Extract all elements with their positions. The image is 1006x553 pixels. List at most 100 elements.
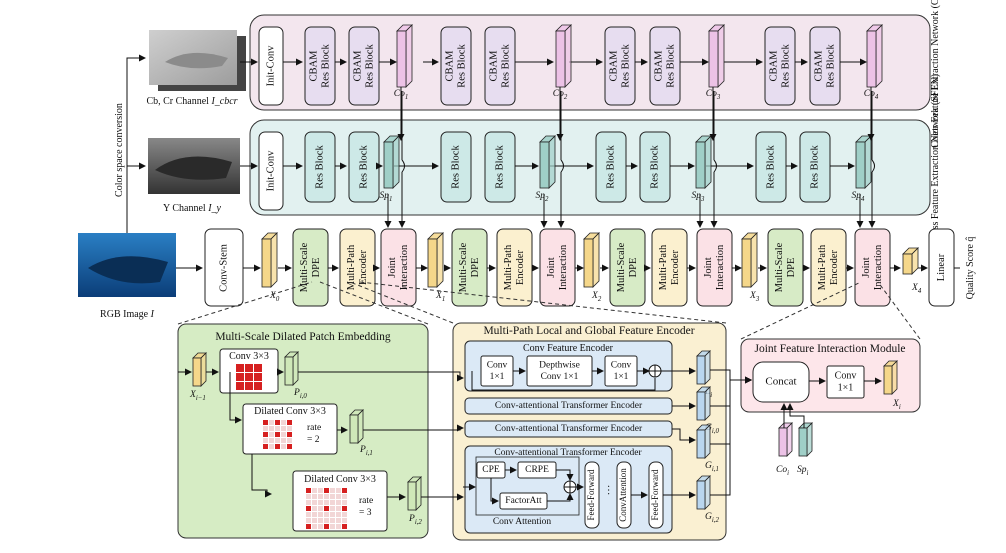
dil-cell bbox=[318, 494, 323, 499]
dil-cell bbox=[318, 500, 323, 505]
cfe-conv2-label: Conv bbox=[611, 360, 632, 370]
x-tensor-2-side bbox=[592, 232, 600, 288]
dil-cell bbox=[287, 426, 292, 431]
kernel-cell bbox=[254, 382, 262, 390]
dil-cell bbox=[312, 488, 317, 493]
cfen-res-block-3 bbox=[440, 26, 472, 106]
co-tensor-3 bbox=[708, 30, 719, 88]
cfen-res-block-2 bbox=[348, 26, 380, 106]
co-tensor-2-side bbox=[564, 24, 572, 88]
dil-cell bbox=[318, 518, 323, 523]
cpe-factor bbox=[490, 478, 499, 505]
ff-block-1 bbox=[584, 461, 600, 529]
rate-value-2: = 3 bbox=[359, 508, 372, 518]
rate-value-1: = 2 bbox=[307, 435, 320, 445]
dil-cell bbox=[306, 494, 311, 499]
ff-block-2-label: Feed-Forward bbox=[650, 469, 660, 520]
dil-cell bbox=[287, 438, 292, 443]
msdpe-p1-to-cat bbox=[363, 424, 464, 432]
sfen-res-block-1 bbox=[304, 131, 336, 203]
crpe-add bbox=[556, 469, 574, 481]
dil-cell bbox=[324, 524, 329, 529]
dil-cell bbox=[330, 524, 335, 529]
dil-cell bbox=[342, 506, 347, 511]
dil-cell bbox=[263, 432, 268, 437]
sp-label-4: Sp4 bbox=[852, 191, 866, 203]
mp-encoder-2-label: Multi-Path bbox=[503, 244, 514, 290]
cfen-res-block-8 bbox=[809, 26, 841, 106]
dil-cell bbox=[330, 518, 335, 523]
dil-cell bbox=[263, 438, 268, 443]
cfe-add-plus bbox=[649, 365, 661, 377]
sfen-res-block-5-label: Res Block bbox=[605, 145, 616, 189]
ms-dpe-2-label: DPE bbox=[470, 258, 481, 278]
dil-cell bbox=[312, 500, 317, 505]
mpe-out-G0 bbox=[696, 391, 706, 421]
co-label-3: Co3 bbox=[706, 89, 721, 101]
msdpe-conv-label: Conv 3×3 bbox=[229, 351, 269, 362]
color-space-label: Color space conversion bbox=[114, 103, 125, 197]
mp-encoder-3-label: Encoder bbox=[670, 250, 681, 285]
co-tensor-4 bbox=[866, 30, 877, 88]
att-add-plus bbox=[564, 481, 576, 493]
mp-encoder-1-label: Multi-Path bbox=[346, 244, 357, 290]
msdpe-x-in-label: Xi−1 bbox=[189, 390, 206, 402]
ff-dots: … bbox=[605, 485, 617, 496]
co-hop-1 bbox=[560, 159, 564, 173]
jfim-title: Joint Feature Interaction Module bbox=[754, 343, 905, 355]
dil-cell bbox=[336, 512, 341, 517]
leader-jfim-r bbox=[877, 281, 921, 340]
conv-attention-label: Conv Attention bbox=[493, 517, 552, 527]
dil-cell bbox=[306, 500, 311, 505]
cat-encoder-1-label: Conv-attentional Transformer Encoder bbox=[495, 400, 643, 411]
dil-cell bbox=[342, 494, 347, 499]
linear-block-label: Linear bbox=[936, 253, 947, 281]
mpe-out-G1-side bbox=[704, 424, 711, 459]
dil-cell bbox=[324, 518, 329, 523]
mpe-out-L bbox=[696, 355, 706, 385]
dil-cell bbox=[306, 512, 311, 517]
msdpe-dil1-label: Dilated Conv 3×3 bbox=[254, 406, 326, 417]
x-tensor-3 bbox=[741, 238, 752, 288]
co-hop-0 bbox=[401, 159, 405, 173]
crpe-block-label: CRPE bbox=[525, 465, 549, 475]
mpe-out-label-G1: Gi,1 bbox=[705, 461, 719, 473]
jfim-conv-label: Conv bbox=[835, 370, 857, 381]
sp-tensor-4 bbox=[855, 141, 866, 189]
dil-cell bbox=[336, 524, 341, 529]
cfen-res-block-1 bbox=[304, 26, 336, 106]
co-tensor-1 bbox=[396, 30, 407, 88]
jfim-sp bbox=[798, 427, 808, 457]
sp-tensor-3-side bbox=[704, 135, 712, 189]
mpe-out-G2 bbox=[696, 480, 706, 510]
cbcr-caption: Cb, Cr Channel I_cbcr bbox=[146, 96, 237, 107]
msdpe-to-dil1 bbox=[229, 372, 242, 424]
dil-cell bbox=[330, 494, 335, 499]
x-tensor-0 bbox=[261, 238, 272, 288]
kernel-cell bbox=[245, 373, 253, 381]
x-tensor-0-side bbox=[270, 232, 278, 288]
dil-cell bbox=[269, 438, 274, 443]
kernel-cell bbox=[236, 373, 244, 381]
x-label-0: X0 bbox=[269, 291, 280, 303]
jfim-conv bbox=[826, 365, 865, 399]
cfen-res-block-2-label: Res Block bbox=[364, 44, 375, 88]
dil-cell bbox=[269, 426, 274, 431]
co-label-2: Co2 bbox=[553, 89, 568, 101]
co-label-1: Co1 bbox=[394, 89, 409, 101]
joint-interaction-3-label: Joint bbox=[703, 257, 714, 278]
mp-encoder-2-label: Encoder bbox=[515, 250, 526, 285]
dil-cell bbox=[269, 432, 274, 437]
rate-label-2: rate bbox=[359, 496, 373, 506]
sp-label-2: Sp2 bbox=[536, 191, 550, 203]
msdpe-title: Multi-Scale Dilated Patch Embedding bbox=[215, 331, 391, 343]
convatt-block-label: ConvAttention bbox=[618, 468, 628, 522]
dil-cell bbox=[324, 488, 329, 493]
dil-cell bbox=[318, 506, 323, 511]
cfen-res-block-6 bbox=[649, 26, 681, 106]
dil-cell bbox=[330, 512, 335, 517]
sp-tensor-1 bbox=[383, 141, 394, 189]
dil-cell bbox=[342, 518, 347, 523]
cfen-title: Color Feature Extraction Network (CFEN) bbox=[930, 0, 941, 148]
rate-label-1: rate bbox=[307, 423, 321, 433]
